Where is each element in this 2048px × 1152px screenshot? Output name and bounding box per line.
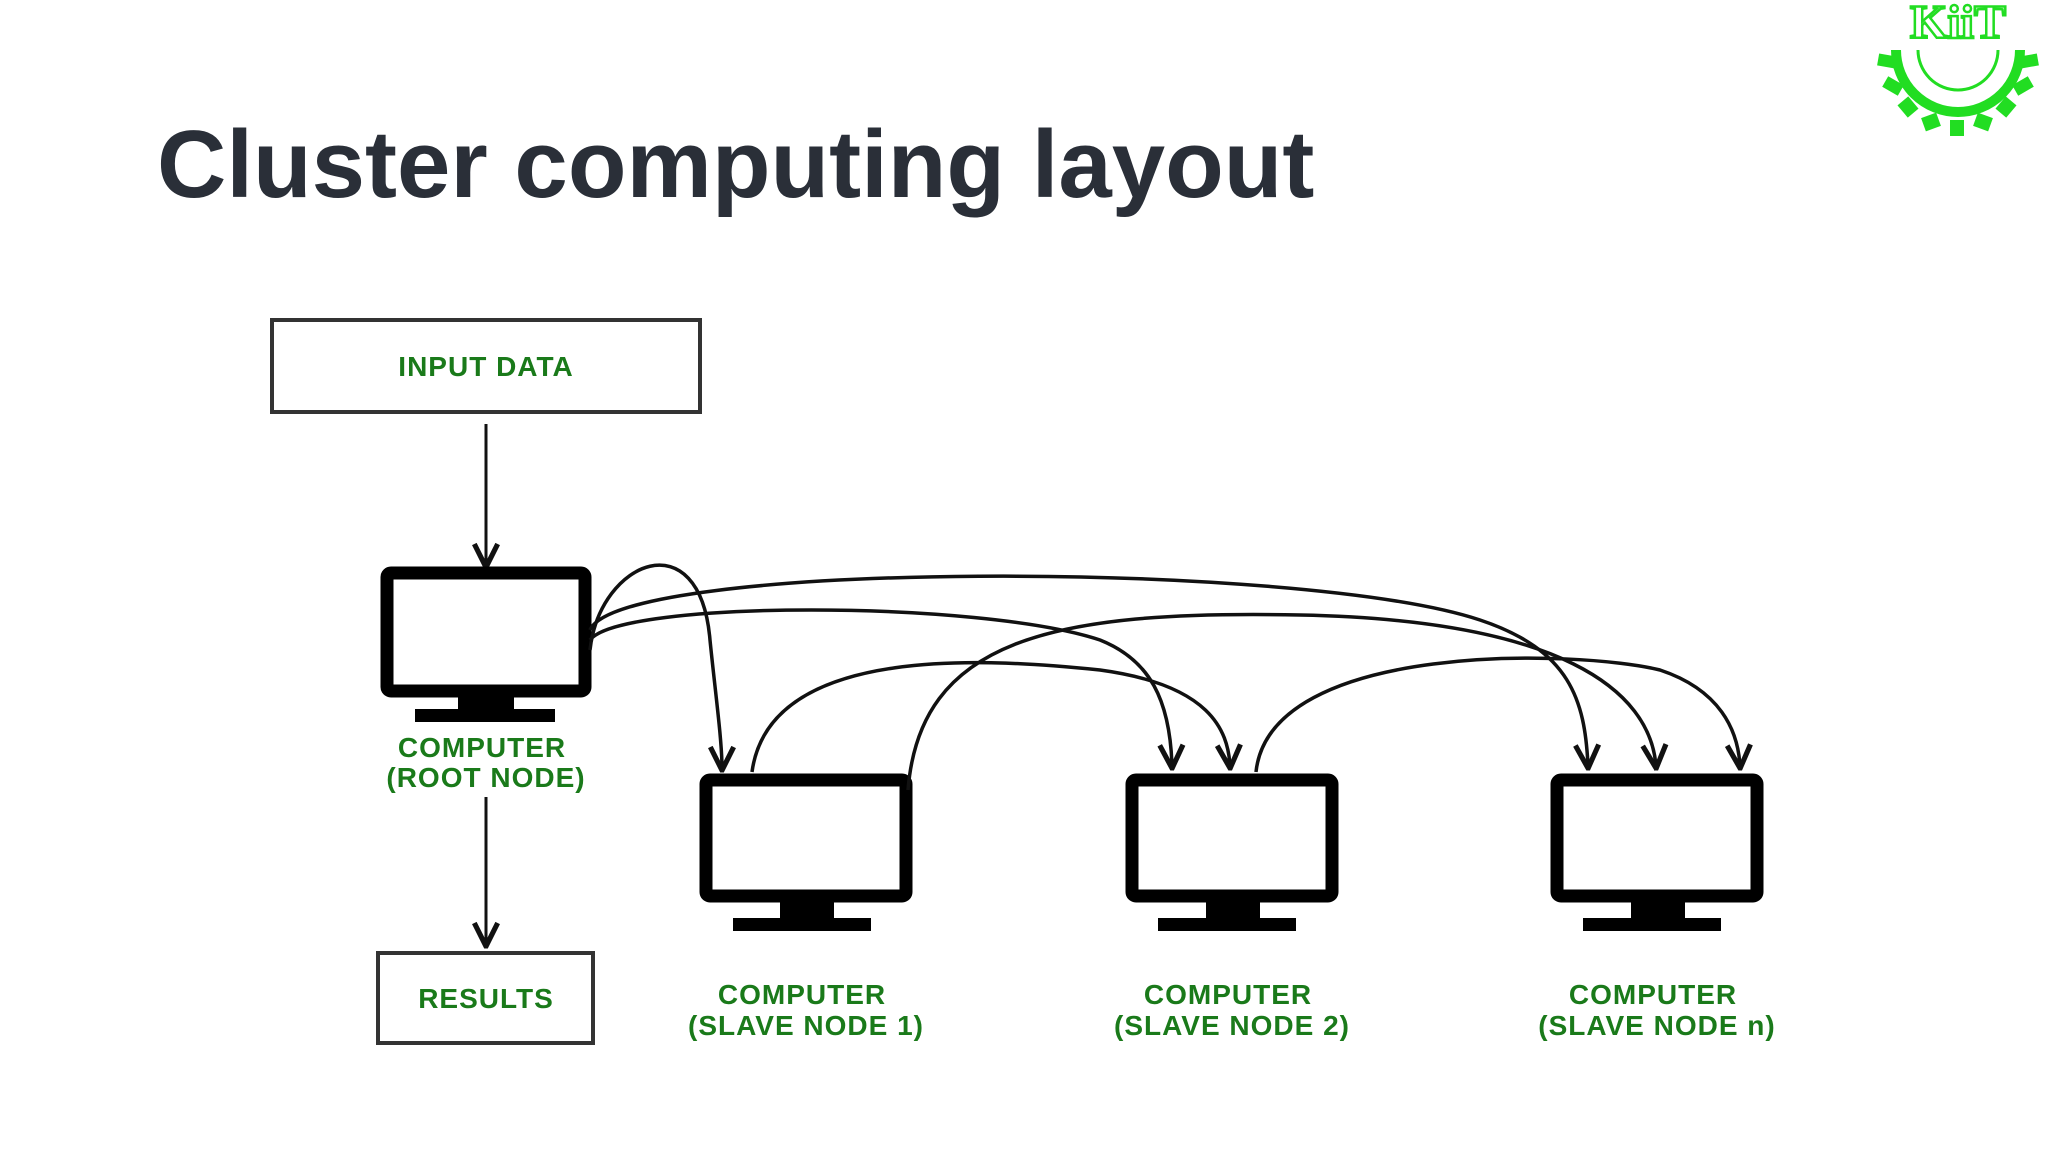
monitor-icon — [380, 566, 592, 722]
monitor-icon — [699, 773, 913, 931]
results-label: RESULTS — [418, 983, 554, 1014]
slave-node-n-label-line1: COMPUTER — [1569, 979, 1737, 1010]
connection-arrows — [588, 563, 1740, 791]
arrow-root-to-slaven — [588, 574, 1588, 766]
arrow-root-to-slave2 — [588, 608, 1172, 766]
gear-logo-icon: KiiT — [1877, 0, 2039, 136]
slave-node-1-label-line1: COMPUTER — [718, 979, 886, 1010]
slave-node-1-label-line2: (SLAVE NODE 1) — [688, 1010, 924, 1041]
slave-node-2-label-line2: (SLAVE NODE 2) — [1114, 1010, 1350, 1041]
root-node-label-line1: COMPUTER — [398, 732, 566, 763]
slide-title: Cluster computing layout — [157, 111, 1315, 218]
arrow-slave1-to-slaven — [906, 612, 1656, 791]
slave-node-n-label-line2: (SLAVE NODE n) — [1538, 1010, 1775, 1041]
arrow-root-to-slave1 — [588, 563, 722, 768]
input-data-box: INPUT DATA — [270, 318, 702, 414]
results-box: RESULTS — [376, 951, 595, 1045]
root-node-label-line2: (ROOT NODE) — [386, 762, 585, 793]
monitor-icon — [1550, 773, 1764, 931]
monitor-icon — [1125, 773, 1339, 931]
arrow-slave1-to-slave2 — [750, 660, 1230, 773]
input-data-label: INPUT DATA — [398, 351, 573, 382]
slave-node-2-label-line1: COMPUTER — [1144, 979, 1312, 1010]
arrow-slave2-to-slaven — [1254, 656, 1740, 773]
logo-text: KiiT — [1910, 0, 2006, 49]
